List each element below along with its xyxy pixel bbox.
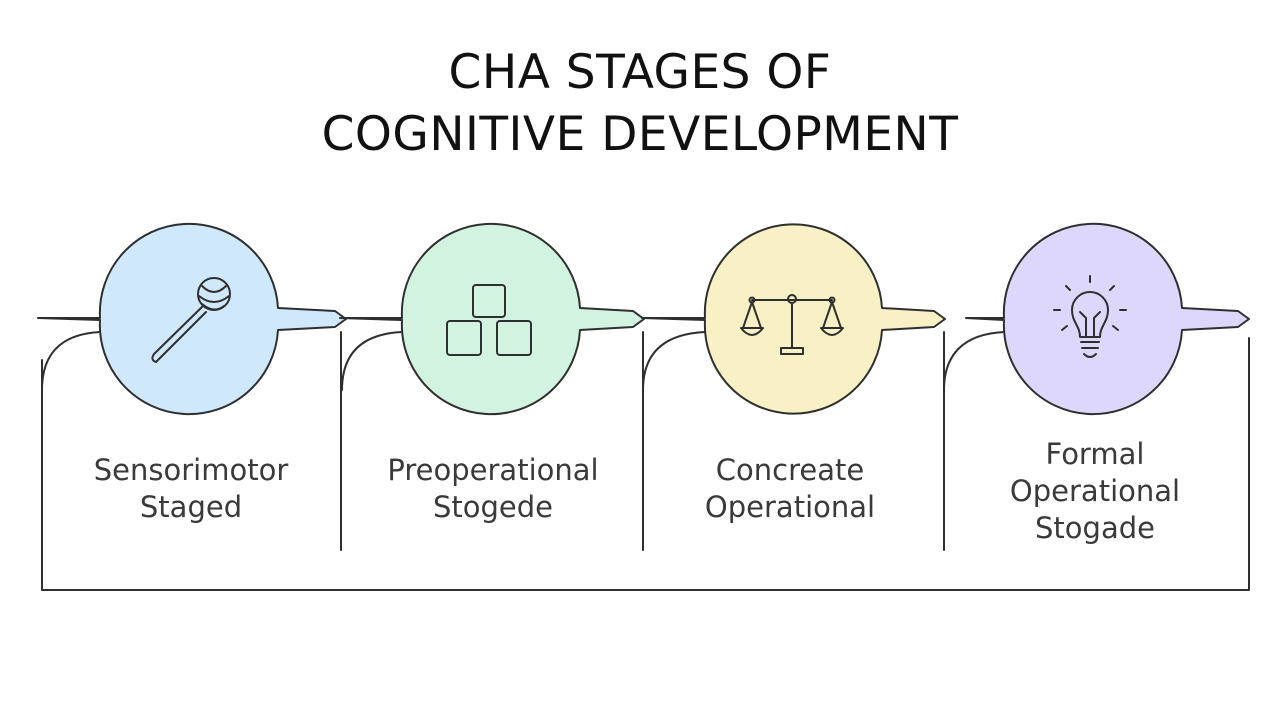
stage-4 xyxy=(943,222,1250,416)
stage-4-bubble xyxy=(965,222,1250,416)
stage-3-label-line-2: Operational xyxy=(704,490,876,524)
rattle-icon xyxy=(151,277,231,363)
stage-2-panel-frame xyxy=(341,331,403,391)
stage-2-bubble xyxy=(339,222,645,416)
diagram-title: CHA STAGES OF COGNITIVE DEVELOPMENT xyxy=(0,42,1280,166)
stage-1-bubble xyxy=(37,222,347,416)
stage-4-label-line-2: Operational xyxy=(1009,474,1181,508)
balance-scale-icon xyxy=(740,294,844,355)
stage-3-label: Concreate Operational xyxy=(660,452,920,526)
stage-3 xyxy=(641,223,946,551)
stage-4-label-line-3: Stogade xyxy=(1035,511,1155,545)
stage-1-label-line-2: Staged xyxy=(139,490,243,524)
stage-3-label-line-1: Concreate xyxy=(715,453,865,487)
stage-1-label: Sensorimotor Staged xyxy=(61,452,321,526)
building-blocks-icon xyxy=(446,284,532,356)
bottom-bracket xyxy=(41,337,1250,591)
stage-3-bubble xyxy=(641,223,946,415)
stage-3-panel-frame xyxy=(642,331,706,391)
stage-4-label-line-1: Formal xyxy=(1045,437,1145,471)
stage-1-label-line-1: Sensorimotor xyxy=(93,453,289,487)
lightbulb-icon xyxy=(1053,275,1127,358)
stage-4-panel-frame xyxy=(943,331,1005,391)
stage-4-label: Formal Operational Stogade xyxy=(965,436,1225,547)
stage-2-label: Preoperational Stogede xyxy=(363,452,623,526)
title-line-2: COGNITIVE DEVELOPMENT xyxy=(321,107,959,162)
stage-2-label-line-1: Preoperational xyxy=(387,453,599,487)
stage-2 xyxy=(339,222,645,551)
title-line-1: CHA STAGES OF xyxy=(448,45,832,100)
stage-2-label-line-2: Stogede xyxy=(432,490,554,524)
stage-1-panel-frame xyxy=(41,331,101,391)
